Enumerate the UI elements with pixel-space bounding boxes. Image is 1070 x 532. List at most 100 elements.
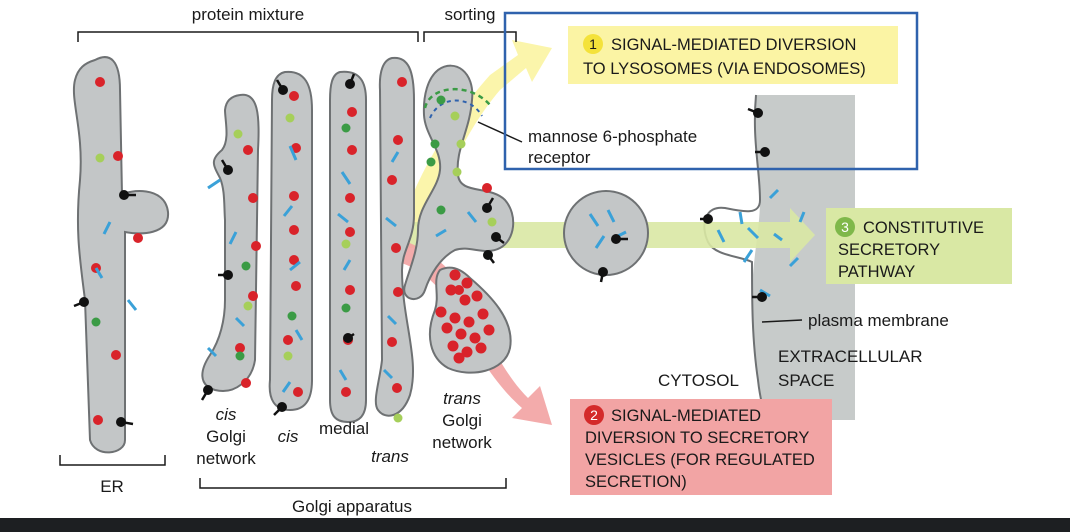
pathway-3-number: 3 bbox=[841, 219, 849, 235]
red-protein bbox=[387, 175, 397, 185]
green-protein bbox=[436, 205, 446, 215]
rod-protein bbox=[337, 212, 349, 224]
green-protein bbox=[287, 311, 297, 321]
red-protein-packed bbox=[475, 342, 487, 354]
green-protein bbox=[95, 153, 105, 163]
pathway-3-box bbox=[826, 208, 1012, 284]
red-protein bbox=[345, 193, 355, 203]
red-protein-packed bbox=[449, 312, 461, 324]
receptor bbox=[755, 147, 770, 157]
golgi-apparatus-label: Golgi apparatus bbox=[292, 497, 412, 516]
trans-golgi-network-label-3: network bbox=[432, 433, 492, 452]
receptor bbox=[73, 297, 89, 308]
cis-cisterna bbox=[268, 70, 313, 412]
pathway-1-box bbox=[568, 26, 898, 84]
green-protein bbox=[283, 351, 293, 361]
red-protein bbox=[235, 343, 245, 353]
green-protein bbox=[393, 413, 403, 423]
receptor bbox=[483, 250, 495, 264]
pathway-2-number: 2 bbox=[590, 407, 598, 423]
rod-protein bbox=[738, 211, 744, 225]
highlight-box bbox=[503, 11, 919, 171]
pathway-2-line-2: DIVERSION TO SECRETORY bbox=[585, 429, 809, 447]
green-protein bbox=[341, 123, 351, 133]
green-protein bbox=[285, 113, 295, 123]
red-protein bbox=[283, 335, 293, 345]
secretory-pathway-diagram: 1 3 2 SIGNAL-MEDIATED DIVERSION TO LYSOS… bbox=[59, 5, 1012, 516]
mannose-receptor-pointer bbox=[477, 121, 523, 143]
plasma-membrane-label: plasma membrane bbox=[808, 311, 949, 330]
red-protein-packed bbox=[455, 328, 467, 340]
rod-protein bbox=[746, 226, 760, 240]
green-protein bbox=[91, 317, 101, 327]
rod-protein bbox=[281, 381, 292, 393]
red-protein bbox=[392, 383, 402, 393]
rod-protein bbox=[102, 221, 112, 235]
rod-protein bbox=[94, 267, 104, 279]
bottom-bar bbox=[0, 518, 1070, 532]
red-protein-packed bbox=[461, 346, 473, 358]
receptor bbox=[482, 197, 495, 213]
green-protein bbox=[450, 111, 460, 121]
red-protein bbox=[243, 145, 253, 155]
cis-golgi-network-label-2: Golgi bbox=[206, 427, 246, 446]
rod-protein bbox=[206, 346, 218, 358]
red-protein bbox=[289, 225, 299, 235]
red-protein bbox=[289, 255, 299, 265]
rod-protein bbox=[207, 178, 221, 190]
trans-golgi-network bbox=[403, 64, 515, 300]
red-protein-packed bbox=[445, 284, 457, 296]
green-protein bbox=[243, 301, 253, 311]
trans-label: trans bbox=[371, 447, 409, 466]
pathway-2-line-3: VESICLES (FOR REGULATED bbox=[585, 451, 815, 469]
sorting-bracket bbox=[423, 31, 517, 42]
red-protein-packed bbox=[449, 269, 461, 281]
green-protein bbox=[436, 95, 446, 105]
red-protein bbox=[289, 191, 299, 201]
cis-golgi-network-label-3: network bbox=[196, 449, 256, 468]
receptor bbox=[273, 402, 287, 416]
cis-golgi-network-label-1: cis bbox=[216, 405, 237, 424]
red-protein bbox=[93, 415, 103, 425]
red-protein-packed bbox=[459, 294, 471, 306]
rod-protein bbox=[228, 231, 238, 245]
rod-protein bbox=[288, 145, 298, 161]
red-protein-packed bbox=[463, 316, 475, 328]
red-protein bbox=[454, 285, 464, 295]
receptor bbox=[491, 232, 505, 244]
green-protein bbox=[241, 261, 251, 271]
red-protein bbox=[251, 241, 261, 251]
rod-protein bbox=[289, 260, 301, 272]
er-label: ER bbox=[100, 477, 124, 496]
pathway-3-line-1: CONSTITUTIVE bbox=[863, 219, 984, 237]
red-protein bbox=[397, 77, 407, 87]
red-protein-packed bbox=[469, 332, 481, 344]
receptor bbox=[700, 214, 713, 224]
pathway-3-line-2: SECRETORY bbox=[838, 241, 940, 259]
rod-protein bbox=[588, 213, 600, 227]
protein-mixture-bracket bbox=[77, 31, 419, 42]
red-protein-packed bbox=[477, 308, 489, 320]
rod-protein bbox=[716, 229, 726, 243]
rod-protein bbox=[798, 211, 806, 223]
green-protein bbox=[235, 351, 245, 361]
trans-golgi-network-label-2: Golgi bbox=[442, 411, 482, 430]
rod-protein bbox=[788, 256, 800, 268]
red-protein bbox=[248, 291, 258, 301]
red-protein bbox=[289, 91, 299, 101]
green-protein bbox=[487, 217, 497, 227]
red-protein bbox=[387, 337, 397, 347]
red-protein bbox=[347, 145, 357, 155]
green-protein bbox=[341, 239, 351, 249]
red-protein bbox=[391, 243, 401, 253]
er-bracket bbox=[59, 455, 166, 466]
red-protein bbox=[248, 193, 258, 203]
cargo-proteins bbox=[91, 77, 806, 425]
green-protein bbox=[430, 139, 440, 149]
red-protein-packed bbox=[471, 290, 483, 302]
green-protein bbox=[233, 129, 243, 139]
rod-protein bbox=[606, 209, 616, 223]
green-protein bbox=[452, 167, 462, 177]
rod-protein bbox=[342, 259, 352, 271]
protein-mixture-label: protein mixture bbox=[192, 5, 304, 24]
